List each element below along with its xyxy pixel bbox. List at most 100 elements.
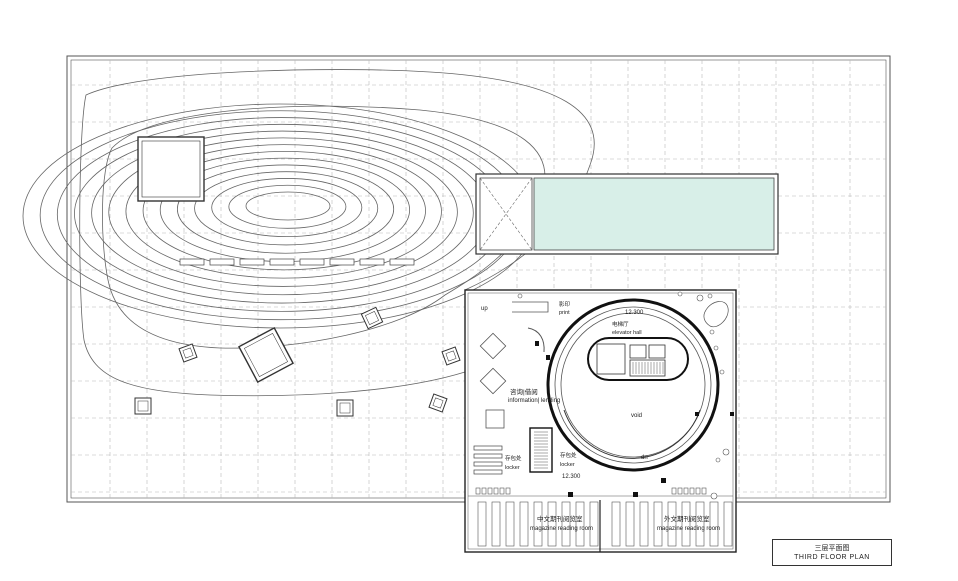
chair <box>689 487 695 495</box>
reading-desk <box>491 501 501 547</box>
info-label-en: information| lending <box>508 398 560 404</box>
plan-title-en: THIRD FLOOR PLAN <box>794 554 870 561</box>
print-label-en: print <box>559 310 570 316</box>
square-lightwell <box>137 136 205 202</box>
reading-desk <box>611 501 621 547</box>
bookshelf <box>473 453 503 459</box>
reading-desk <box>625 501 635 547</box>
print-label-cn: 影印 <box>559 300 571 308</box>
reading-desk <box>681 501 691 547</box>
information-desks <box>479 301 549 429</box>
bookshelf <box>473 445 503 451</box>
reading-desk <box>505 501 515 547</box>
reading-room-left-cn: 中文期刊阅览室 <box>537 514 583 523</box>
reading-desk <box>723 501 733 547</box>
reading-desk <box>639 501 649 547</box>
elevator-label-cn: 电梯厅 <box>612 320 629 328</box>
skylight-slot <box>179 258 205 266</box>
elevator-core <box>587 337 689 381</box>
reading-room-right-en: magazine reading room <box>657 526 720 532</box>
locker-right-cn: 存包处 <box>560 451 577 459</box>
chair <box>671 487 677 495</box>
locker-left-en: locker <box>505 465 520 471</box>
rock-dot <box>709 329 715 335</box>
reading-desk <box>695 501 705 547</box>
bookshelves <box>473 445 503 475</box>
info-label-cn: 咨询|借阅 <box>510 387 538 396</box>
reading-desk <box>575 501 585 547</box>
skylight-slot <box>359 258 385 266</box>
level-label-top: 12.300 <box>625 310 644 316</box>
reading-desk <box>477 501 487 547</box>
reading-desk <box>561 501 571 547</box>
ellipse-stone <box>703 301 729 328</box>
rock-dot <box>696 294 704 302</box>
room-labels: up 影印 print 12.300 电梯厅 elevator hall 咨询|… <box>481 300 720 532</box>
skylight-slot <box>389 258 415 266</box>
reading-desk <box>589 501 599 547</box>
contour-ring <box>142 150 426 271</box>
chair <box>505 487 511 495</box>
chair <box>695 487 701 495</box>
contour-ring <box>194 171 379 246</box>
rotated-skylights <box>134 306 461 417</box>
chair <box>499 487 505 495</box>
locker-left-cn: 存包处 <box>505 454 522 462</box>
contour-ring <box>228 184 347 229</box>
contour-ring <box>39 110 522 321</box>
rock-dot <box>719 369 725 375</box>
contour-ring <box>108 137 458 287</box>
stairwell <box>529 427 553 473</box>
contour-ring <box>91 130 474 296</box>
rock-dot <box>710 492 718 500</box>
rock-dot <box>677 291 683 297</box>
reading-room-left-en: magazine reading room <box>530 526 593 532</box>
landscape-rocks <box>517 291 730 500</box>
elevator-label-en: elevator hall <box>612 330 642 336</box>
reading-desk <box>519 501 529 547</box>
skylight-slot <box>209 258 235 266</box>
reading-room-divider <box>468 495 733 552</box>
reflecting-pool <box>475 173 779 255</box>
reading-desk <box>547 501 557 547</box>
locker-right-en: locker <box>560 462 575 468</box>
skylight-slot <box>299 258 325 266</box>
rock-dot <box>707 293 713 299</box>
contour-ring <box>125 144 442 279</box>
reading-desk <box>667 501 677 547</box>
chair <box>701 487 707 495</box>
rock-dot <box>722 448 730 456</box>
circular-void <box>546 298 720 472</box>
bookshelf <box>473 469 503 475</box>
up-label: up <box>481 306 488 312</box>
chair <box>475 487 481 495</box>
contour-ring <box>211 178 363 238</box>
chair <box>677 487 683 495</box>
void-label: void <box>631 413 642 419</box>
plan-title-block: 三层平面图 THIRD FLOOR PLAN <box>772 539 892 566</box>
chair <box>683 487 689 495</box>
dn-label: dn <box>641 455 648 461</box>
columns <box>535 341 734 497</box>
level-label-bottom: 12.300 <box>562 474 581 480</box>
skylight-slot <box>269 258 295 266</box>
terraced-contours <box>22 103 538 329</box>
rock-dot <box>715 457 721 463</box>
skylight-slot <box>239 258 265 266</box>
chair <box>493 487 499 495</box>
rock-dot <box>713 345 719 351</box>
reading-desk <box>709 501 719 547</box>
reading-room-desks <box>475 487 733 547</box>
contour-ring <box>176 164 395 254</box>
bookshelf <box>473 461 503 467</box>
plan-title-cn: 三层平面图 <box>814 544 850 552</box>
rock-dot <box>517 293 523 299</box>
contour-ring <box>56 117 506 312</box>
reading-desk <box>533 501 543 547</box>
skylight-slots <box>179 258 415 266</box>
chair <box>481 487 487 495</box>
contour-ring <box>245 191 331 221</box>
reading-desk <box>653 501 663 547</box>
reading-room-right-cn: 外文期刊阅览室 <box>664 514 710 523</box>
